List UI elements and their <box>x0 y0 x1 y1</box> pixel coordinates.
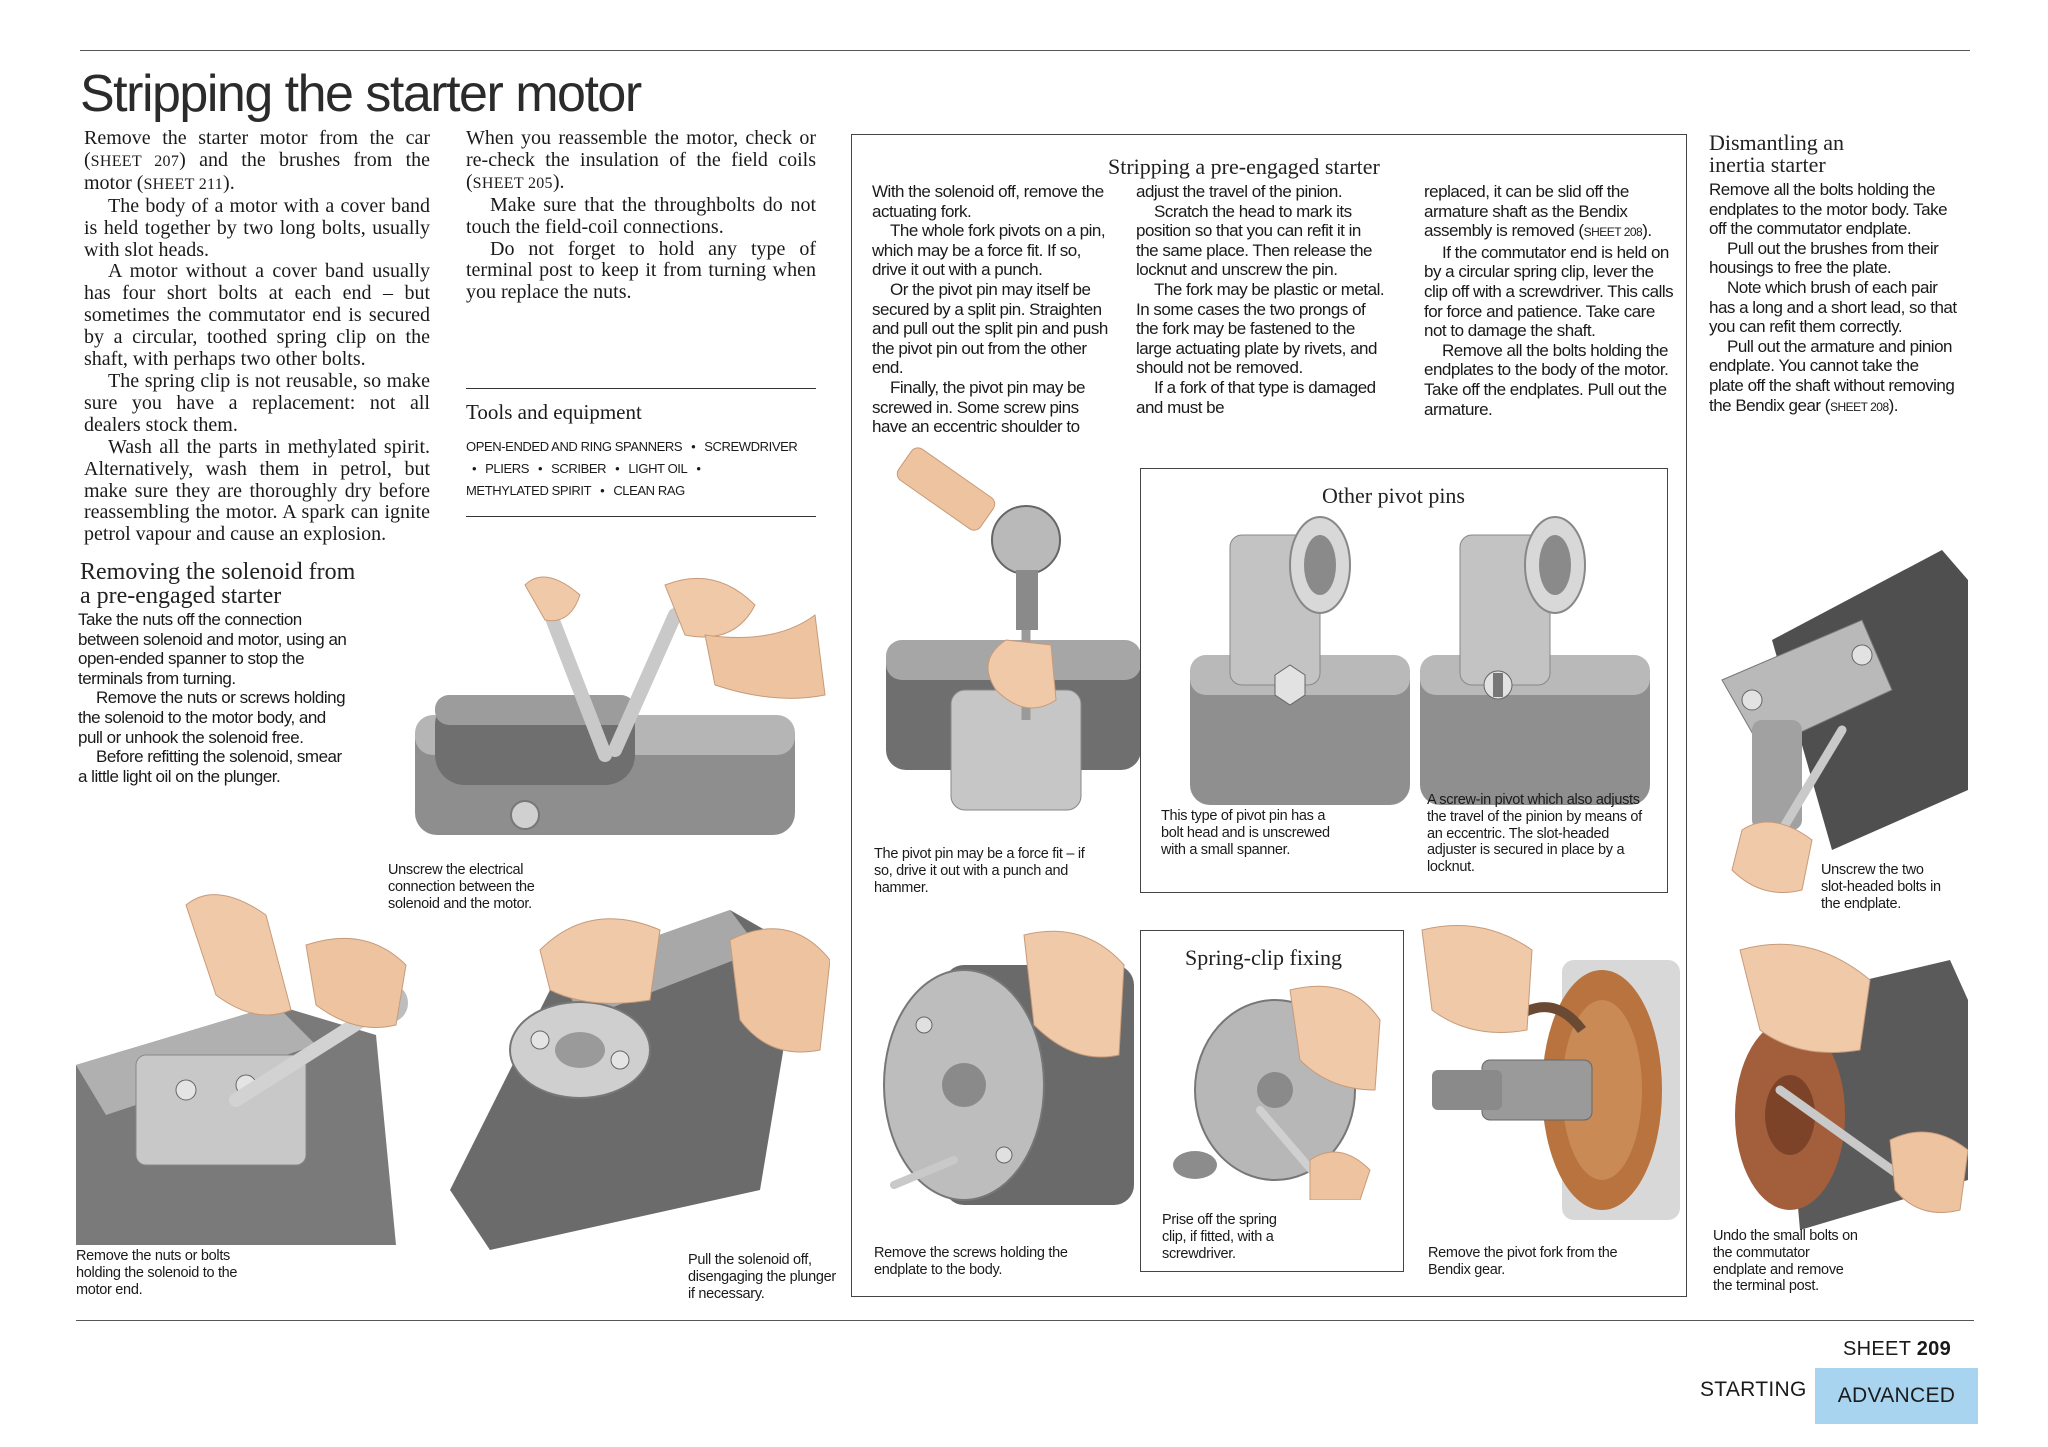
caption-remove-nuts: Remove the nuts or bolts holding the sol… <box>76 1248 238 1298</box>
other-pivot-pins-heading: Other pivot pins <box>1322 483 1465 508</box>
intro-paragraph-6: When you reassemble the motor, check or … <box>466 127 816 193</box>
caption-slot-bolts: Unscrew the two slot-headed bolts in the… <box>1821 862 1941 912</box>
hammer-punch-illustration <box>876 440 1141 840</box>
tool-item: Light oil <box>628 461 688 476</box>
spring-clip-illustration <box>1160 980 1390 1200</box>
caption-small-bolts: Undo the small bolts on the commutator e… <box>1713 1228 1858 1295</box>
other-pivot-pins-box <box>1140 468 1668 893</box>
intro-paragraph-1: Remove the starter motor from the car (S… <box>84 127 430 194</box>
tool-item: Clean rag <box>613 483 685 498</box>
remove-nuts-illustration <box>76 885 416 1245</box>
pivot-pin-bolt-head-illustration <box>1190 505 1410 805</box>
caption-remove-screws: Remove the screws holding the endplate t… <box>874 1245 1068 1278</box>
caption-bendix: Remove the pivot fork from the Bendix ge… <box>1428 1245 1618 1278</box>
solenoid-spanner-illustration <box>375 575 830 865</box>
intro-paragraph-4: The spring clip is not reusable, so make… <box>84 369 430 436</box>
pre-engaged-box <box>851 134 1687 1297</box>
top-rule <box>80 50 1970 51</box>
solenoid-text: Take the nuts off the connection between… <box>78 610 348 786</box>
tool-item: Scriber <box>551 461 607 476</box>
pivot-pin-screw-in-illustration <box>1420 505 1650 805</box>
intro-paragraph-3: A motor without a cover band usually has… <box>84 260 430 371</box>
slot-bolts-illustration <box>1712 490 1968 910</box>
small-bolts-illustration <box>1720 940 1968 1230</box>
caption-unscrew-connection: Unscrew the electrical connection betwee… <box>388 862 535 912</box>
caption-prise-spring-clip: Prise off the spring clip, if fitted, wi… <box>1162 1212 1277 1262</box>
page-title: Stripping the starter motor <box>80 65 642 123</box>
tools-bottom-rule <box>466 516 816 517</box>
pull-solenoid-illustration <box>430 890 830 1250</box>
tools-list: Open-ended and ring spanners•Screwdriver… <box>466 439 798 498</box>
intro-column-1: Remove the starter motor from the car (S… <box>84 127 430 546</box>
pre-engaged-column-1: With the solenoid off, remove the actuat… <box>872 182 1108 437</box>
tool-item: Screwdriver <box>704 439 798 454</box>
tool-item: Open-ended and ring spanners <box>466 439 683 454</box>
solenoid-heading: Removing the solenoid from a pre-engaged… <box>80 559 356 609</box>
intro-paragraph-2: The body of a motor with a cover band is… <box>84 194 430 261</box>
sheet-reference: SHEET 207 <box>90 152 180 170</box>
intro-paragraph-7: Make sure that the throughbolts do not t… <box>466 193 816 238</box>
spring-clip-box <box>1140 930 1404 1272</box>
sheet-number: 209 <box>1916 1338 1951 1360</box>
sheet-reference: SHEET 211 <box>143 175 224 193</box>
inertia-text: Remove all the bolts holding the endplat… <box>1709 180 1957 415</box>
caption-bolt-head-pivot: This type of pivot pin has a bolt head a… <box>1161 808 1330 858</box>
section-label: STARTING <box>1700 1378 1807 1401</box>
sheet-reference: SHEET 208 <box>1583 225 1643 240</box>
spring-clip-heading: Spring-clip fixing <box>1185 945 1343 970</box>
tools-heading: Tools and equipment <box>466 400 642 424</box>
caption-screw-in-pivot: A screw-in pivot which also adjusts the … <box>1427 792 1642 876</box>
sheet-reference: SHEET 205 <box>472 174 553 192</box>
bottom-rule <box>76 1320 1974 1321</box>
pre-engaged-heading: Stripping a pre-engaged starter <box>1108 154 1380 179</box>
tools-top-rule <box>466 388 816 389</box>
inertia-heading: Dismantling an inertia starter <box>1709 130 1845 177</box>
intro-paragraph-5: Wash all the parts in methylated spirit.… <box>84 435 430 546</box>
solenoid-paragraph-1: Take the nuts off the connection between… <box>78 610 347 688</box>
sheet-reference: SHEET 208 <box>1829 399 1889 414</box>
sheet-label: SHEET 209 <box>1843 1338 1951 1360</box>
level-tab: ADVANCED <box>1815 1368 1978 1424</box>
tool-item: Methylated spirit <box>466 483 592 498</box>
bendix-fork-illustration <box>1412 920 1680 1240</box>
remove-screws-illustration <box>874 925 1134 1245</box>
solenoid-paragraph-2: Remove the nuts or screws holding the so… <box>78 688 346 747</box>
pre-engaged-column-3: replaced, it can be slid off the armatur… <box>1424 182 1674 419</box>
tool-item: Pliers <box>485 461 529 476</box>
intro-paragraph-8: Do not forget to hold any type of termin… <box>466 237 816 304</box>
solenoid-paragraph-3: Before refitting the solenoid, smear a l… <box>78 747 342 786</box>
intro-column-2: When you reassemble the motor, check or … <box>466 127 816 304</box>
pre-engaged-column-2: adjust the travel of the pinion. Scratch… <box>1136 182 1385 417</box>
caption-force-fit: The pivot pin may be a force fit – if so… <box>874 846 1085 896</box>
caption-pull-solenoid: Pull the solenoid off, disengaging the p… <box>688 1252 836 1302</box>
